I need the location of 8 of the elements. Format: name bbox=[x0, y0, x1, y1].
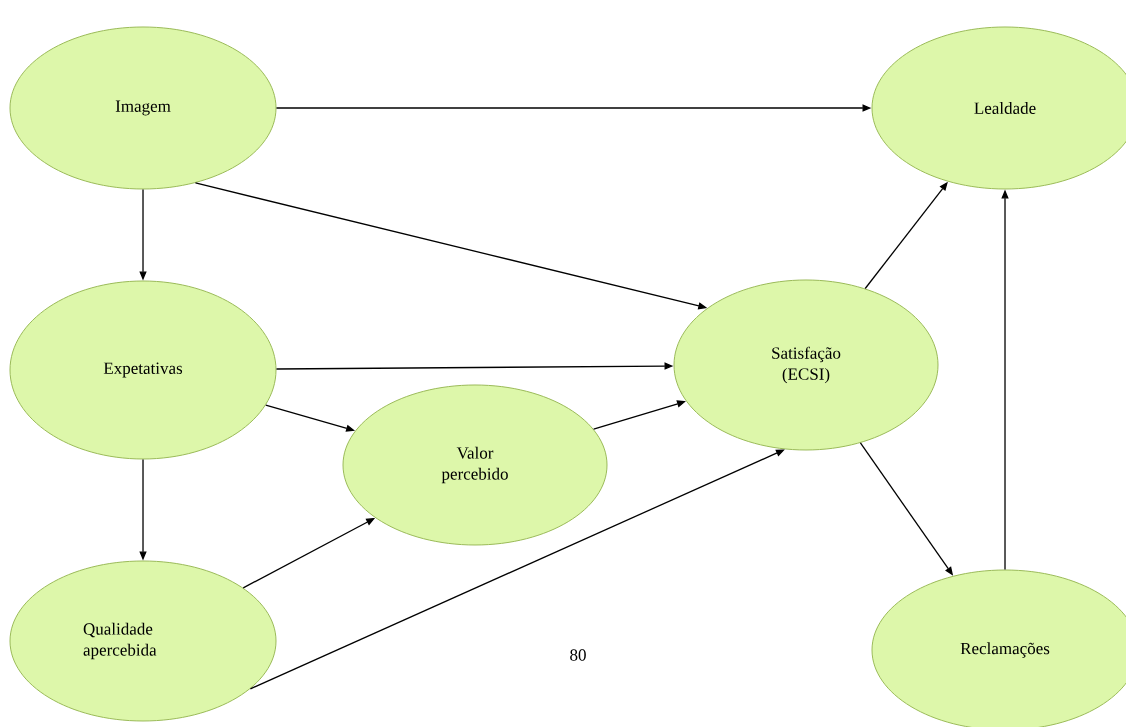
ellipse-node: Expetativas bbox=[9, 280, 277, 460]
ellipse-node: Imagem bbox=[9, 26, 277, 190]
ellipse-node: Qualidade apercebida bbox=[9, 560, 277, 722]
ellipse-node: Satisfação (ECSI) bbox=[673, 279, 939, 451]
ellipse-node: Valor percebido bbox=[342, 384, 608, 546]
ellipse-node: Reclamações bbox=[871, 569, 1126, 727]
ellipse-node: Lealdade bbox=[871, 26, 1126, 190]
page-number: 80 bbox=[570, 649, 586, 661]
